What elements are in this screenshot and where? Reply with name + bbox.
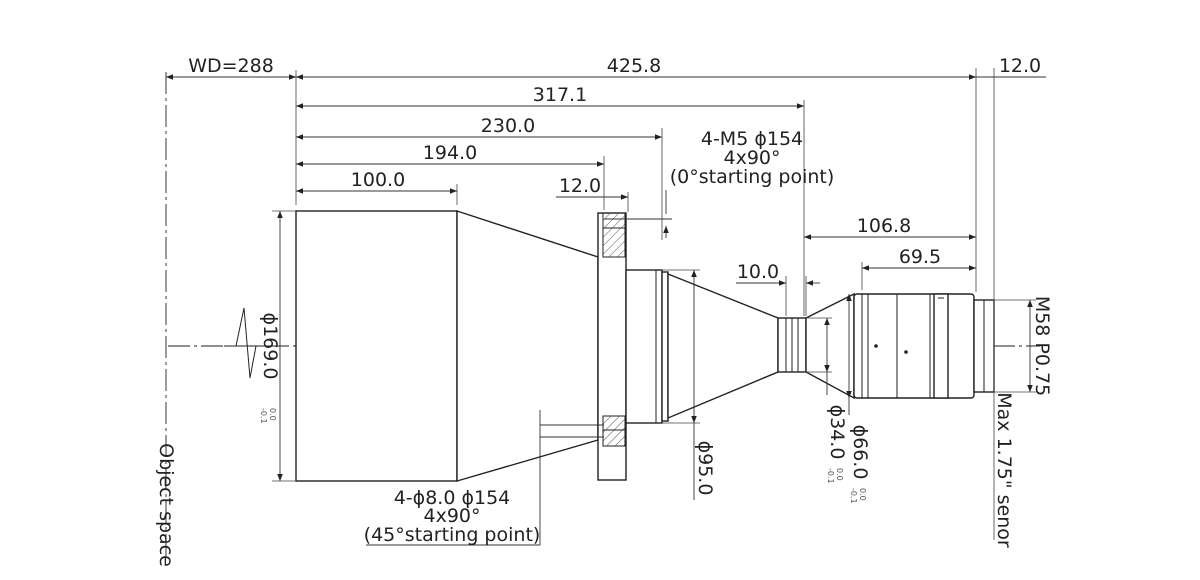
label-100: 100.0	[351, 169, 405, 191]
label-phi169: ϕ169.0	[259, 313, 281, 380]
rear-housing	[625, 269, 663, 424]
label-flange-thickness: 12.0	[559, 175, 601, 197]
rear-housing-step2	[661, 271, 669, 422]
label-phi34: ϕ34.0	[826, 405, 848, 460]
label-10: 10.0	[737, 261, 779, 283]
label-sensor-group: Max 1.75" senor	[993, 392, 1015, 548]
label-object-space: Object space	[155, 443, 177, 567]
rear-cone	[667, 272, 779, 420]
label-phi95: ϕ95.0	[694, 441, 716, 496]
taper-cone	[456, 210, 599, 482]
bottom-hole-note-2: 4x90°	[423, 505, 480, 527]
label-total-length: 425.8	[607, 55, 661, 77]
label-69: 69.5	[899, 246, 941, 268]
front-barrel	[295, 210, 458, 482]
top-hole-note-3: (0°starting point)	[670, 166, 835, 188]
label-106: 106.8	[857, 215, 911, 237]
rear-body-phi66	[853, 293, 975, 399]
set-screw-dot-2	[904, 350, 908, 354]
label-flange-to-sensor: 12.0	[999, 55, 1041, 77]
flare-cone	[805, 292, 855, 400]
label-phi34-tol-upper: 0.0	[835, 468, 844, 481]
top-hole-note-1: 4-M5 ϕ154	[701, 128, 803, 150]
locking-screw	[933, 293, 949, 399]
set-screw-dot-1	[874, 344, 878, 348]
label-phi66: ϕ66.0	[849, 425, 871, 480]
label-phi66-tol-lower: -0.1	[849, 488, 858, 504]
top-hole-note-2: 4x90°	[723, 147, 780, 169]
label-phi169-group: ϕ169.0 0.0 -0.1	[259, 313, 281, 424]
label-194: 194.0	[423, 142, 477, 164]
label-phi66-group: ϕ66.0 0.0 -0.1	[849, 425, 871, 504]
label-phi169-tol-upper: 0.0	[268, 408, 277, 421]
label-thread-group: M58 P0.75	[1031, 296, 1053, 396]
label-object-space-group: Object space	[155, 443, 177, 567]
label-230: 230.0	[481, 115, 535, 137]
label-phi34-tol-lower: -0.1	[826, 468, 835, 484]
label-phi169-tol-lower: -0.1	[259, 408, 268, 424]
break-symbol	[224, 307, 268, 379]
label-thread: M58 P0.75	[1031, 296, 1053, 396]
bottom-hole-note-3: (45°starting point)	[364, 524, 541, 546]
label-wd: WD=288	[188, 55, 274, 77]
label-317: 317.1	[533, 84, 587, 106]
label-sensor: Max 1.75" senor	[993, 392, 1015, 548]
label-phi95-group: ϕ95.0	[694, 441, 716, 496]
label-phi66-tol-upper: 0.0	[858, 488, 867, 501]
bottom-hole-note-1: 4-ϕ8.0 ϕ154	[394, 487, 511, 509]
flange-hatch-top	[602, 212, 626, 258]
flange-hatch-bottom	[602, 415, 626, 447]
label-phi34-group: ϕ34.0 0.0 -0.1	[826, 405, 848, 484]
